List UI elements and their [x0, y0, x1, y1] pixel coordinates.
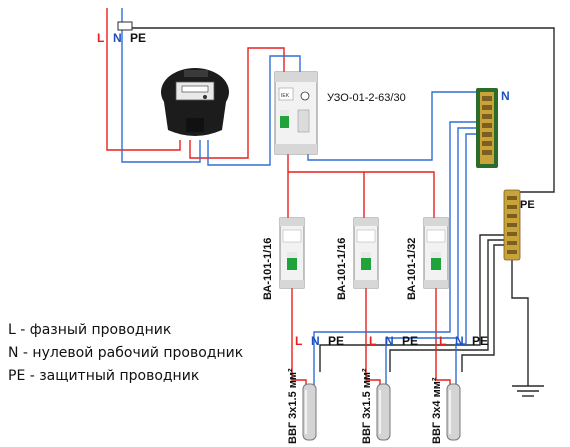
energy-meter [161, 68, 229, 136]
output-2-earth-label: PE [402, 334, 418, 348]
legend-neutral: N - нулевой рабочий проводник [8, 345, 244, 361]
rcd-model-label: УЗО-01-2-63/30 [327, 92, 406, 104]
output-3-phase-label: L [439, 334, 446, 348]
output-1-earth-label: PE [328, 334, 344, 348]
output-1-phase-label: L [295, 334, 302, 348]
circuit-breaker-2 [353, 217, 379, 289]
svg-text:IEK: IEK [281, 93, 290, 99]
supply-phase-label: L [97, 31, 104, 45]
breaker-1-label: ВА-101-1/16 [262, 238, 274, 300]
cable-end-3 [446, 383, 461, 441]
output-1-neutral-label: N [311, 334, 320, 348]
breaker-3-label: ВА-101-1/32 [406, 238, 418, 300]
earth-bus [503, 189, 521, 261]
cable-end-2 [376, 383, 391, 441]
circuit-breaker-3 [423, 217, 449, 289]
supply-neutral-label: N [113, 31, 122, 45]
cable-2-label: ВВГ 3х1.5 мм² [361, 368, 373, 444]
ground-symbol [512, 385, 544, 397]
phase-wires [106, 8, 451, 385]
supply-terminal [117, 21, 133, 31]
cable-3-label: ВВГ 3х4 мм² [431, 377, 443, 444]
legend-earth: PE - защитный проводник [8, 368, 200, 384]
output-3-earth-label: PE [472, 334, 488, 348]
neutral-bus [476, 88, 498, 168]
output-3-neutral-label: N [455, 334, 464, 348]
neutral-wires [121, 8, 478, 385]
earth-bus-label: PE [520, 199, 535, 211]
output-2-phase-label: L [369, 334, 376, 348]
output-2-neutral-label: N [385, 334, 394, 348]
breaker-2-label: ВА-101-1/16 [336, 238, 348, 300]
circuit-breaker-1 [279, 217, 305, 289]
supply-earth-label: PE [130, 31, 146, 45]
legend-phase: L - фазный проводник [8, 322, 172, 338]
neutral-bus-label: N [501, 89, 510, 103]
earth-wires [127, 27, 555, 386]
cable-end-1 [302, 383, 317, 441]
cable-1-label: ВВГ 3х1.5 мм² [287, 368, 299, 444]
rcd-device: IEK [274, 71, 318, 155]
